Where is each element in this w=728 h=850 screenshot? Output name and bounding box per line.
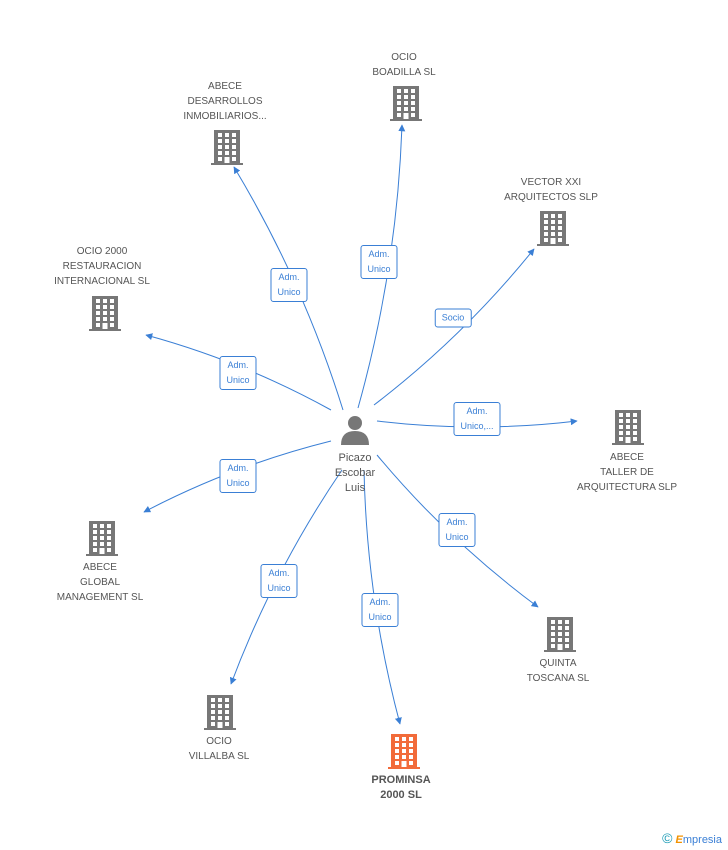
edge-label-prominsa[interactable]: Adm. Unico (361, 593, 399, 627)
company-label-line: VILLALBA SL (188, 751, 250, 762)
company-label-line: ABECE (83, 562, 117, 573)
company-label-abece-global[interactable]: ABECE GLOBAL MANAGEMENT SL (57, 560, 144, 605)
edge-label-abece-global[interactable]: Adm. Unico (219, 459, 257, 493)
footer-brand[interactable]: © Empresia (662, 830, 722, 846)
company-label-line: OCIO (206, 736, 232, 747)
edge-label-ocio-boadilla[interactable]: Adm. Unico (360, 245, 398, 279)
building-icon[interactable] (537, 211, 569, 246)
edge-label-quinta-toscana[interactable]: Adm. Unico (438, 513, 476, 547)
edge-label-vector-xxi[interactable]: Socio (434, 308, 472, 328)
company-label-line: BOADILLA SL (372, 67, 436, 78)
edge-label-line: Unico (226, 478, 250, 488)
company-label-line: DESARROLLOS (187, 96, 263, 107)
company-label-quinta-toscana[interactable]: QUINTA TOSCANA SL (527, 656, 590, 686)
company-label-line: INMOBILIARIOS... (183, 111, 267, 122)
building-icon[interactable] (89, 296, 121, 331)
edge-label-line: Adm. (227, 463, 249, 473)
brand-initial: E (675, 834, 683, 846)
company-label-line: OCIO 2000 (76, 246, 128, 257)
company-label-line: MANAGEMENT SL (56, 592, 144, 603)
company-label-line: INTERNACIONAL SL (54, 276, 150, 287)
building-icon[interactable] (204, 695, 236, 730)
company-label-line: ABECE (610, 452, 644, 463)
building-icon[interactable] (390, 86, 422, 121)
company-label-line: RESTAURACION (62, 261, 142, 272)
edge-label-ocio-villalba[interactable]: Adm. Unico (260, 564, 298, 598)
company-label-line: PROMINSA (371, 774, 431, 786)
edge-label-line: Unico (267, 583, 291, 593)
edge-label-line: Adm. (278, 272, 300, 282)
edge-label-line: Adm. (446, 517, 468, 527)
company-label-line: ARQUITECTOS SLP (504, 192, 598, 203)
company-label-ocio-boadilla[interactable]: OCIO BOADILLA SL (372, 50, 435, 80)
brand-name: mpresia (682, 834, 722, 846)
company-label-line: ARQUITECTURA SLP (576, 482, 678, 493)
company-label-line: 2000 SL (380, 789, 422, 801)
building-icon[interactable] (388, 734, 420, 769)
edge-label-line: Socio (441, 312, 465, 323)
company-label-line: VECTOR XXI (520, 177, 582, 188)
edge-label-line: Unico,... (460, 421, 494, 431)
building-icon[interactable] (612, 410, 644, 445)
edge-vector-xxi (373, 248, 535, 406)
company-label-prominsa[interactable]: PROMINSA 2000 SL (371, 773, 430, 803)
icons-layer (86, 86, 644, 769)
edge-label-line: Adm. (368, 249, 390, 259)
company-label-vector-xxi[interactable]: VECTOR XXI ARQUITECTOS SLP (504, 175, 598, 205)
edge-label-line: Adm. (227, 360, 249, 370)
copyright-symbol: © (662, 830, 673, 846)
edge-label-line: Unico (445, 532, 469, 542)
edge-label-ocio-2000[interactable]: Adm. Unico (219, 356, 257, 390)
company-label-line: TOSCANA SL (526, 673, 590, 684)
edge-label-line: Unico (367, 264, 391, 274)
edge-label-line: Adm. (369, 597, 391, 607)
company-label-abece-desarrollos[interactable]: ABECE DESARROLLOS INMOBILIARIOS... (183, 79, 266, 124)
edge-label-line: Unico (368, 612, 392, 622)
person-name-line: Escobar (334, 467, 376, 479)
building-icon[interactable] (544, 617, 576, 652)
edge-label-line: Adm. (466, 406, 488, 416)
company-label-ocio-villalba[interactable]: OCIO VILLALBA SL (189, 734, 250, 764)
edge-label-line: Unico (226, 375, 250, 385)
edge-label-line: Unico (277, 287, 301, 297)
edge-label-abece-taller[interactable]: Adm. Unico,... (453, 402, 501, 436)
company-label-line: ABECE (208, 81, 242, 92)
company-label-line: TALLER DE (600, 467, 654, 478)
company-label-line: QUINTA (539, 658, 577, 669)
person-icon[interactable] (341, 416, 369, 445)
edge-label-line: Adm. (268, 568, 290, 578)
building-icon[interactable] (211, 130, 243, 165)
building-icon[interactable] (86, 521, 118, 556)
person-name-line: Luis (344, 482, 366, 494)
company-label-abece-taller[interactable]: ABECE TALLER DE ARQUITECTURA SLP (577, 450, 677, 495)
edge-label-abece-desarrollos[interactable]: Adm. Unico (270, 268, 308, 302)
company-label-line: OCIO (391, 52, 417, 63)
person-name-line: Picazo (338, 452, 372, 464)
company-label-line: GLOBAL (79, 577, 121, 588)
